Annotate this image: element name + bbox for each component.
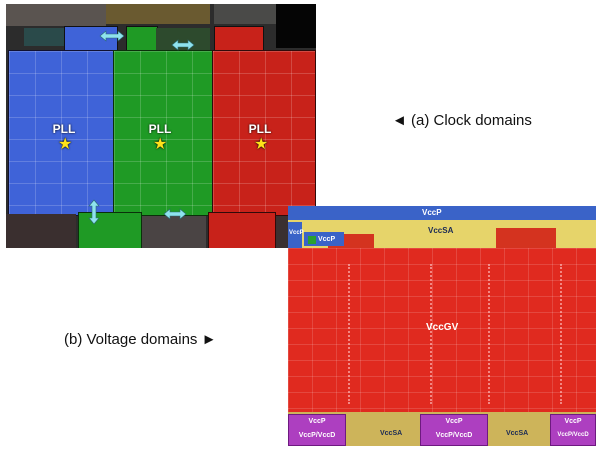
vccgv-core-left (348, 264, 432, 404)
bottom-block-dark-left (6, 214, 76, 248)
vccp-small-label: VccP (318, 236, 336, 243)
vccp-vccd-pad-left: VccP VccP/VccD (288, 414, 346, 446)
top-block-gray-right (214, 4, 276, 24)
pad-center-bottom-label: VccP/VccD (435, 432, 473, 439)
vccp-top-strip (288, 206, 596, 220)
vccp-small-green-chip (308, 236, 316, 244)
vccgv-region (288, 248, 596, 412)
clock-crossing-arrows (88, 30, 195, 225)
pll-star-green-icon: ★ (153, 136, 168, 153)
pad-left-top-label: VccP (308, 418, 326, 425)
bottom-block-red (208, 212, 276, 248)
vertical-arrow-icon (88, 199, 100, 225)
clock-domains-caption: ◄ (a) Clock domains (392, 112, 532, 129)
voltage-domains-caption: (b) Voltage domains ► (64, 331, 217, 348)
top-block-olive (106, 4, 210, 24)
pll-star-blue-icon: ★ (58, 136, 73, 153)
top-block-dark-green (156, 28, 210, 50)
pll-star-red-icon: ★ (254, 136, 269, 153)
vccsa-bottom-label-left: VccSA (380, 430, 403, 437)
vccgv-core-right (488, 264, 562, 404)
pll-label-red: PLL (248, 122, 272, 136)
vccp-top-label: VccP (422, 208, 442, 217)
vccsa-bottom-label-right: VccSA (506, 430, 529, 437)
top-block-teal (24, 28, 66, 46)
pad-right-bottom-label: VccP/VccD (557, 432, 589, 438)
top-block-gray-left (6, 4, 106, 26)
top-block-black (276, 4, 316, 48)
bottom-block-gray (142, 216, 206, 248)
vccp-left-block (288, 222, 302, 248)
vccp-vccd-pad-right: VccP VccP/VccD (550, 414, 596, 446)
pll-label-blue: PLL (52, 122, 76, 136)
clock-domain-diagram: PLL ★ PLL ★ PLL ★ (6, 4, 316, 248)
top-block-red (214, 26, 264, 52)
vccsa-red-notch-right (496, 228, 556, 248)
voltage-domain-diagram: VccP VccSA VccP VccP VccGV VccP VccP/Vcc… (288, 206, 596, 446)
pll-label-green: PLL (148, 122, 172, 136)
vccgv-label: VccGV (426, 322, 459, 333)
pad-left-bottom-label: VccP/VccD (298, 432, 336, 439)
horizontal-arrow-icon (163, 208, 187, 220)
horizontal-arrow-icon (99, 30, 125, 42)
clock-domain-blue (8, 50, 114, 216)
vccp-left-label: VccP (289, 230, 304, 236)
clock-domain-red (212, 50, 316, 216)
horizontal-arrow-icon (171, 39, 195, 51)
vccp-vccd-pad-center: VccP VccP/VccD (420, 414, 488, 446)
pad-right-top-label: VccP (564, 418, 582, 425)
pad-center-top-label: VccP (445, 418, 463, 425)
vccsa-label: VccSA (428, 226, 454, 235)
clock-domain-green (113, 50, 213, 216)
